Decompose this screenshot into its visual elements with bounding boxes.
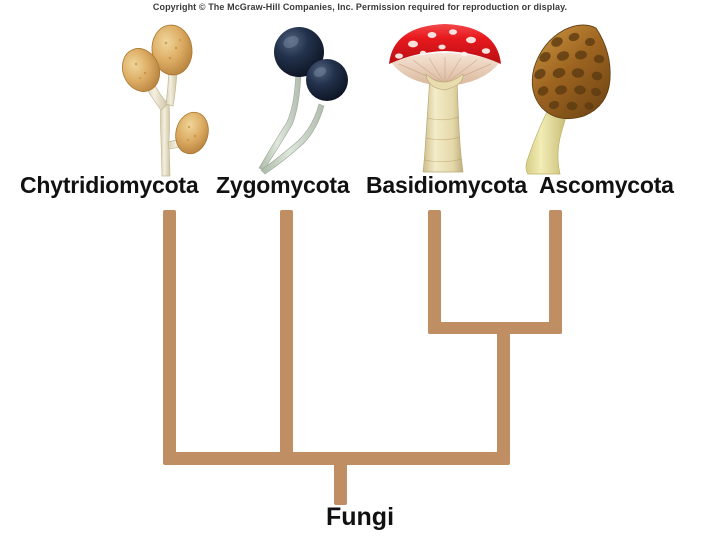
taxon-label-fungi-root: Fungi	[325, 503, 395, 531]
branch-vertical-node-stem	[497, 326, 510, 462]
branch-vertical-chytridiomycota	[163, 210, 176, 460]
amanita-mushroom-icon	[389, 24, 501, 173]
taxon-label-basidiomycota: Basidiomycota	[366, 172, 528, 198]
branch-vertical-root-stem	[334, 458, 347, 505]
zygomycota-sporangia-icon	[258, 27, 348, 175]
taxon-label-ascomycota: Ascomycota	[539, 172, 674, 198]
branch-horizontal-node-basidio-asco	[428, 322, 562, 334]
chytrid-sporangia-icon	[121, 24, 209, 177]
branch-vertical-basidiomycota	[428, 210, 441, 334]
taxon-label-zygomycota: Zygomycota	[216, 172, 350, 198]
branch-vertical-zygomycota	[280, 210, 293, 460]
copyright-notice: Copyright © The McGraw-Hill Companies, I…	[152, 2, 568, 12]
morel-mushroom-icon	[525, 24, 611, 175]
branch-vertical-ascomycota	[549, 210, 562, 334]
